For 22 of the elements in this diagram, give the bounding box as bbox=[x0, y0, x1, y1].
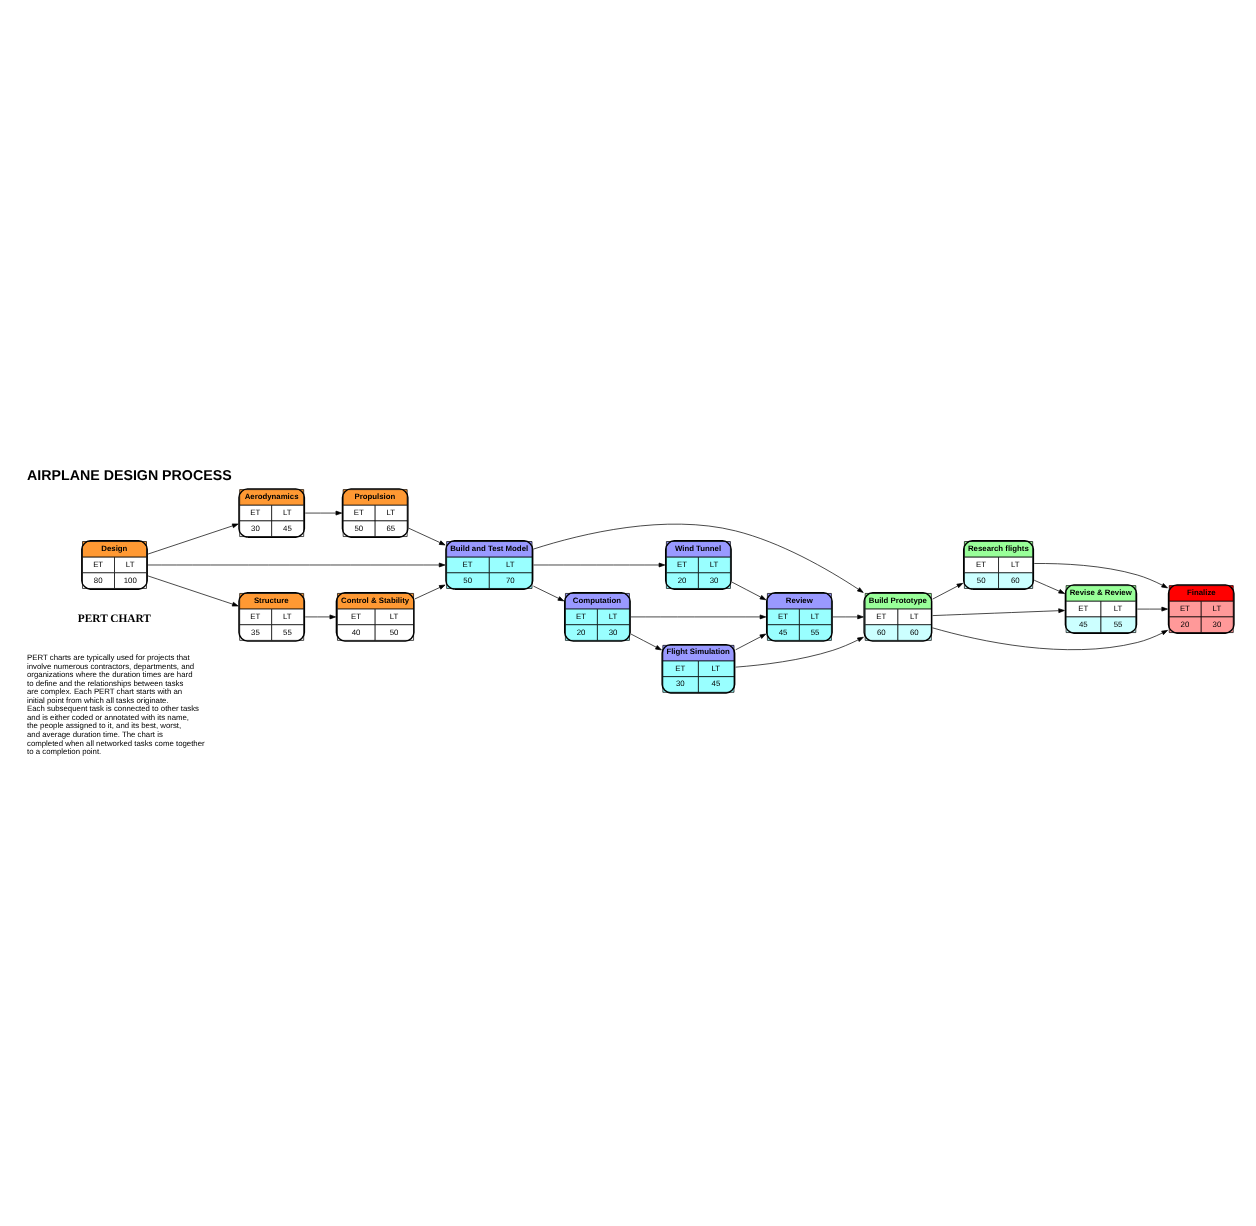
arrow bbox=[1033, 579, 1065, 594]
arrow bbox=[408, 527, 446, 546]
arrow bbox=[1033, 563, 1168, 589]
arrow bbox=[304, 614, 336, 620]
arrow bbox=[533, 585, 565, 602]
arrow bbox=[533, 562, 666, 568]
arrow bbox=[932, 583, 964, 600]
arrow bbox=[932, 608, 1065, 616]
arrow bbox=[147, 562, 446, 568]
arrow bbox=[832, 614, 864, 620]
arrow bbox=[735, 636, 864, 668]
arrow bbox=[630, 614, 767, 620]
arrow bbox=[731, 581, 767, 601]
arrow bbox=[630, 633, 662, 651]
arrow bbox=[533, 523, 864, 593]
arrow bbox=[932, 627, 1168, 650]
arrow bbox=[147, 575, 239, 607]
arrow bbox=[304, 510, 342, 516]
arrow bbox=[147, 523, 239, 555]
arrow bbox=[735, 633, 767, 651]
arrow bbox=[414, 584, 446, 600]
arrow bbox=[1137, 606, 1168, 612]
